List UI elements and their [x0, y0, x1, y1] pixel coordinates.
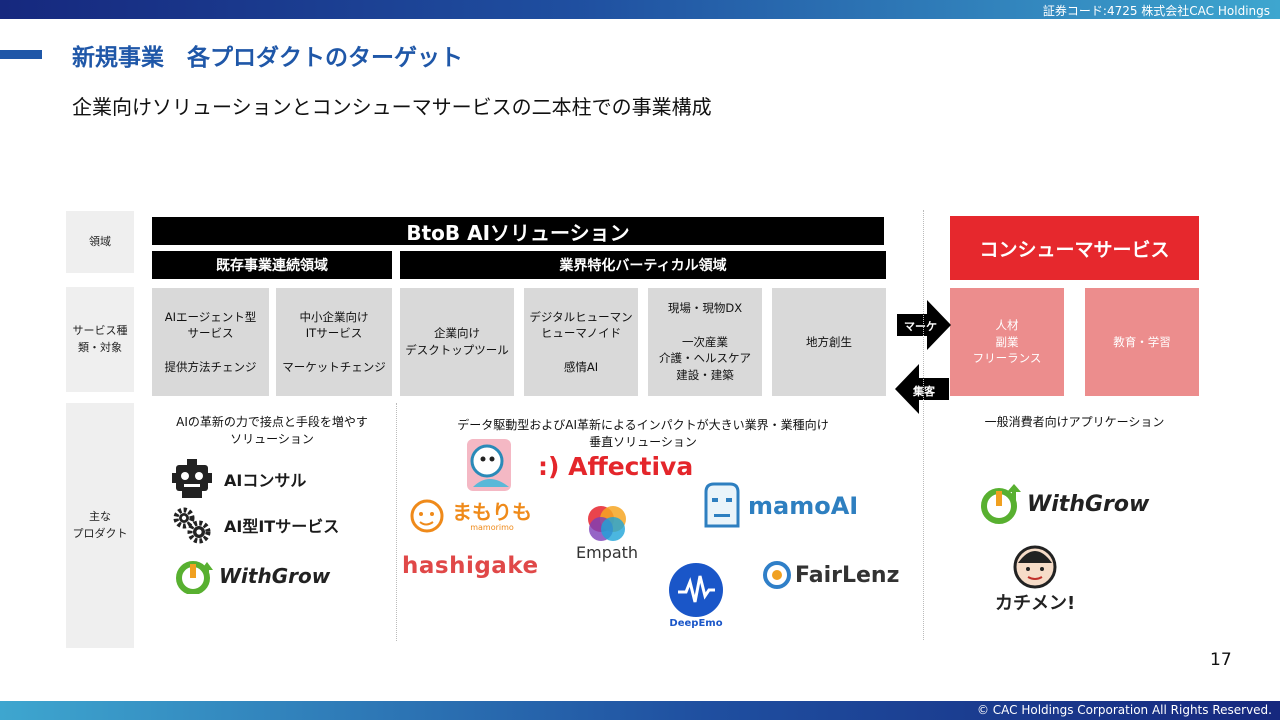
- service-talent: 人材 副業 フリーランス: [950, 288, 1064, 396]
- service-digital-human: デジタルヒューマン ヒューマノイド 感情AI: [524, 288, 638, 396]
- desc-consumer: 一般消費者向けアプリケーション: [984, 415, 1165, 429]
- mamorimo-subtitle: mamorimo: [470, 522, 514, 532]
- product-ai-it: AI型ITサービス: [172, 506, 339, 544]
- hashigake-logo: hashigake: [402, 553, 539, 579]
- fairlenz-wordmark: FairLenz: [795, 562, 900, 588]
- deepemo-logo: DeepEmo: [668, 562, 724, 629]
- mamoai-wordmark: mamoAI: [748, 492, 859, 520]
- product-ai-consul-label: AIコンサル: [224, 471, 307, 490]
- empath-mark-icon: [588, 506, 627, 541]
- copyright: © CAC Holdings Corporation All Rights Re…: [976, 703, 1272, 717]
- withgrow-consumer-wordmark: WithGrow: [1027, 491, 1150, 517]
- withgrow-wordmark: WithGrow: [219, 564, 331, 588]
- affectiva-wordmark: :) Affectiva: [538, 452, 694, 481]
- top-bar: 証券コード:4725 株式会社CAC Holdings: [0, 0, 1280, 19]
- row-label-service: サービス種 類・対象: [66, 287, 134, 392]
- service-sme-it: 中小企業向け ITサービス マーケットチェンジ: [276, 288, 392, 396]
- vertical-domain-header: 業界特化バーティカル領域: [400, 251, 886, 279]
- empath-wordmark: Empath: [576, 543, 639, 562]
- empath-logo: Empath: [576, 503, 638, 562]
- service-enterprise-desktop: 企業向け デスクトップツール: [400, 288, 514, 396]
- mamorimo-wordmark: まもりも: [452, 499, 532, 524]
- affectiva-logo: :) Affectiva: [538, 452, 693, 481]
- kachimen-logo: カチメン!: [995, 543, 1075, 615]
- fairlenz-logo: FairLenz: [763, 561, 899, 589]
- robot-icon: [172, 459, 212, 498]
- existing-domain-header: 既存事業連続領域: [152, 251, 392, 279]
- kachimen-wordmark: カチメン!: [995, 593, 1076, 614]
- deepemo-wordmark: DeepEmo: [669, 618, 723, 629]
- mamorimo-logo: まもりも mamorimo: [408, 498, 532, 534]
- stock-code: 証券コード:4725 株式会社CAC Holdings: [1042, 4, 1270, 18]
- arrow-right-icon: [897, 300, 951, 350]
- withgrow-mark-icon: [176, 561, 213, 594]
- hashigake-wordmark: hashigake: [402, 553, 539, 579]
- btob-header: BtoB AIソリューション: [152, 217, 884, 245]
- desc-vertical: データ駆動型およびAI革新によるインパクトが大きい業界・業種向け 垂直ソリューシ…: [457, 418, 829, 449]
- divider-existing: [396, 403, 397, 641]
- service-education: 教育・学習: [1085, 288, 1199, 396]
- bottom-bar: © CAC Holdings Corporation All Rights Re…: [0, 701, 1280, 720]
- fairlenz-mark-icon: [763, 561, 791, 589]
- mascot-icon: [467, 439, 511, 491]
- mamoai-mark-icon: [704, 482, 740, 528]
- arrow-left-icon: [895, 364, 949, 414]
- divider-consumer: [923, 210, 924, 640]
- hashigake-mascot: [463, 437, 515, 493]
- arrow-acquisition-label: 集客: [913, 385, 935, 398]
- consumer-header: コンシューマサービス: [950, 216, 1199, 280]
- arrow-marketing-label: マーケ: [904, 320, 937, 333]
- mamoai-logo: mamoAI: [700, 482, 858, 530]
- withgrow-consumer-mark-icon: [981, 484, 1021, 524]
- title-marker: [0, 50, 42, 59]
- kachimen-mark-icon: [1013, 545, 1057, 589]
- withgrow-consumer-logo: WithGrow: [979, 484, 1149, 524]
- page-number: 17: [1210, 650, 1232, 670]
- service-field-dx: 現場・現物DX 一次産業 介護・ヘルスケア 建設・建築: [648, 288, 762, 396]
- gears-icon: [173, 507, 211, 544]
- desc-existing: AIの革新の力で接点と手段を増やす ソリューション: [176, 415, 368, 446]
- mamorimo-face-icon: [410, 499, 444, 533]
- product-ai-consul: AIコンサル: [172, 459, 306, 499]
- product-ai-it-label: AI型ITサービス: [224, 517, 340, 536]
- row-label-product: 主な プロダクト: [66, 403, 134, 648]
- row-label-domain: 領域: [66, 211, 134, 273]
- page-subtitle: 企業向けソリューションとコンシューマサービスの二本柱での事業構成: [72, 95, 712, 119]
- page-title: 新規事業 各プロダクトのターゲット: [72, 45, 463, 71]
- deepemo-mark-icon: [669, 563, 723, 617]
- service-ai-agent: AIエージェント型 サービス 提供方法チェンジ: [152, 288, 269, 396]
- service-regional: 地方創生: [772, 288, 886, 396]
- withgrow-logo: WithGrow: [175, 558, 330, 594]
